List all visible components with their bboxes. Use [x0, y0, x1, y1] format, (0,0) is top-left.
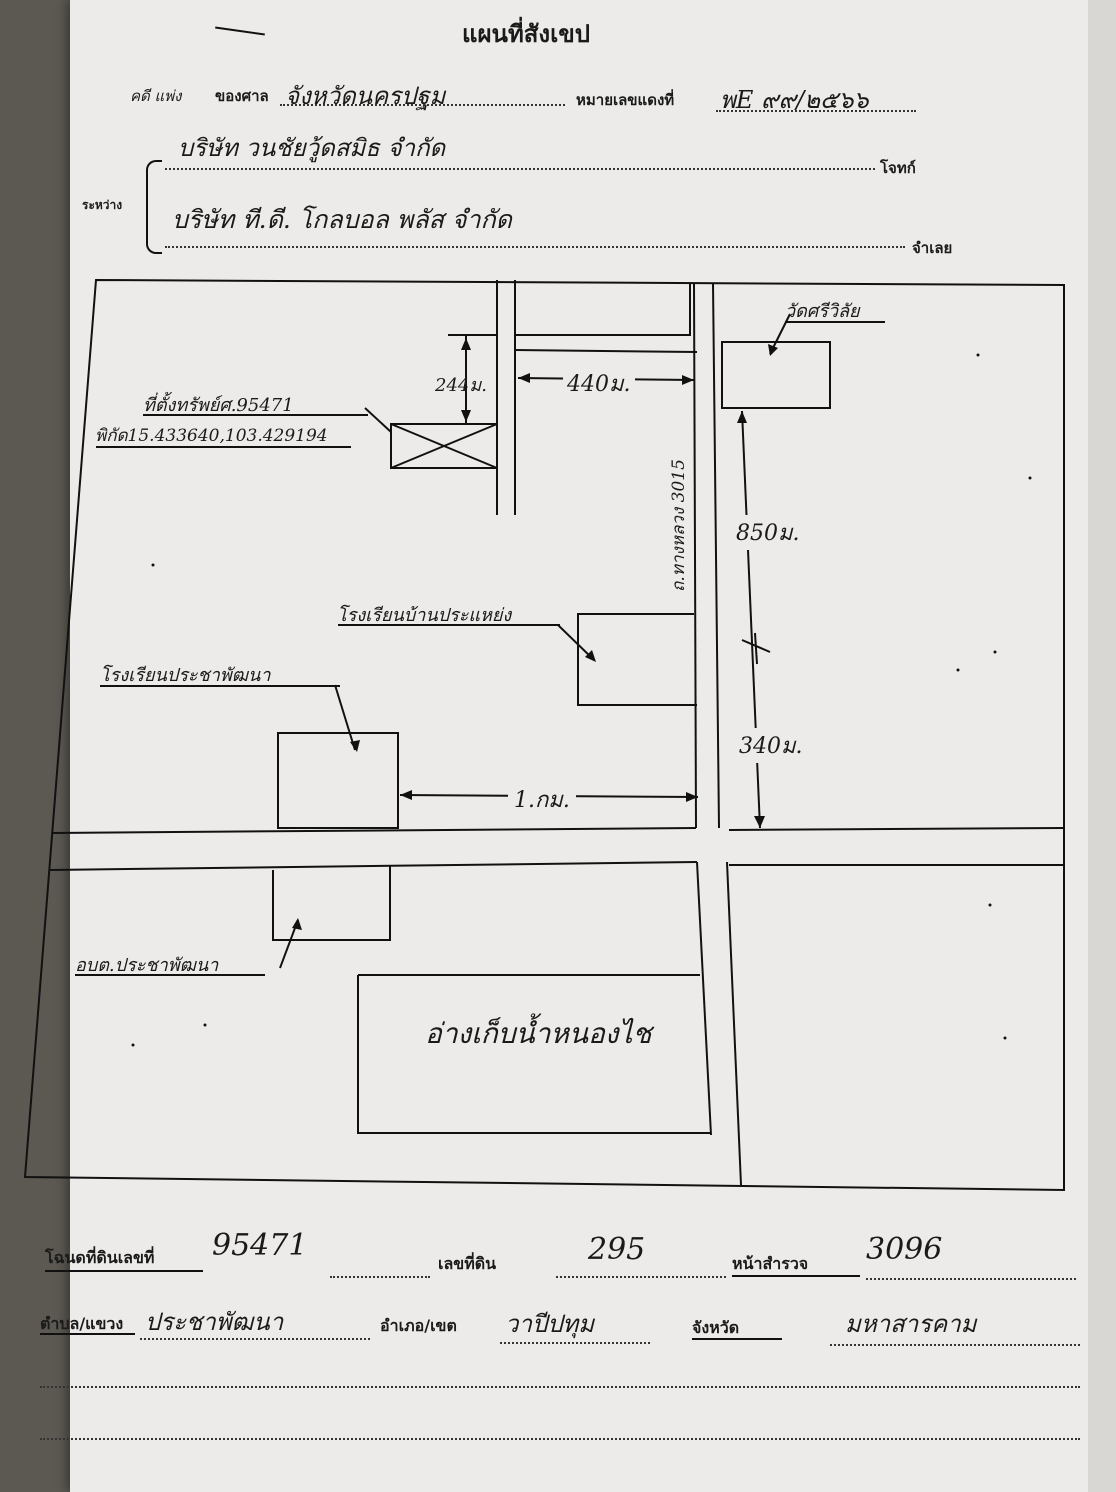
dist-850: 850ม. — [732, 515, 804, 550]
court-label: ของศาล — [215, 87, 269, 105]
underline — [96, 446, 351, 448]
dotted-line — [165, 168, 875, 170]
underline — [143, 414, 368, 416]
case-type: คดี แพ่ง — [130, 87, 182, 105]
land-no-value: 295 — [588, 1232, 646, 1267]
subdistrict-value: ประชาพัฒนา — [145, 1308, 284, 1336]
property-label: ที่ตั้งทรัพย์ศ.95471 — [143, 395, 294, 416]
school1-box — [577, 613, 697, 706]
underline — [40, 1333, 135, 1335]
plaintiff-value: บริษัท วนชัยวู้ดสมิธ จำกัด — [178, 134, 446, 162]
page-title: แผนที่สังเขป — [462, 20, 590, 48]
between-brace — [146, 160, 162, 254]
dotted-line — [866, 1278, 1076, 1280]
school2-box — [277, 732, 399, 829]
dotted-line — [716, 110, 916, 112]
deed-value: 95471 — [212, 1228, 308, 1263]
underline — [100, 685, 340, 687]
reservoir-box — [357, 975, 710, 1134]
dotted-line — [165, 246, 905, 248]
dotted-line — [556, 1276, 726, 1278]
underline — [785, 321, 885, 323]
coords-label: พิกัด15.433640,103.429194 — [95, 426, 328, 446]
underline — [45, 1270, 203, 1272]
dotted-line — [140, 1338, 370, 1340]
case-no-value: พE ๙๙/๒๕๖๖ — [720, 86, 869, 114]
dotted-line — [330, 1276, 430, 1278]
dist-1km: 1.กม. — [508, 782, 576, 817]
survey-label: หน้าสำรวจ — [732, 1254, 809, 1273]
document-page — [70, 0, 1116, 1492]
land-no-label: เลขที่ดิน — [438, 1254, 497, 1273]
dotted-line — [40, 1438, 1080, 1440]
map-border — [23, 278, 1065, 1192]
deed-label: โฉนดที่ดินเลขที่ — [45, 1248, 155, 1267]
property-box — [390, 423, 498, 469]
dotted-line — [500, 1342, 650, 1344]
school2-label: โรงเรียนประชาพัฒนา — [100, 665, 271, 686]
reservoir-label: อ่างเก็บน้ำหนองไช — [425, 1017, 652, 1050]
underline — [692, 1338, 782, 1340]
dotted-line — [280, 104, 565, 106]
underline — [75, 974, 265, 976]
underline — [338, 624, 560, 626]
subdistrict-label: ตำบล/แขวง — [40, 1314, 124, 1333]
dist-340: 340ม. — [735, 728, 807, 763]
dist-440: 440ม. — [563, 366, 635, 401]
sao-label: อบต.ประชาพัฒนา — [75, 955, 219, 976]
survey-value: 3096 — [866, 1232, 943, 1267]
plaintiff-label: โจทก์ — [880, 159, 916, 177]
district-label: อำเภอ/เขต — [380, 1316, 457, 1335]
district-value: วาปีปทุม — [505, 1310, 595, 1338]
dotted-line — [40, 1386, 1080, 1388]
defendant-label: จำเลย — [912, 239, 953, 257]
dist-244: 244ม. — [435, 375, 487, 396]
case-no-label: หมายเลขแดงที่ — [576, 91, 675, 109]
school1-label: โรงเรียนบ้านประแหย่ง — [337, 605, 512, 626]
temple-label: วัดศรีวิลัย — [785, 301, 860, 322]
dotted-line — [830, 1344, 1080, 1346]
between-label: ระหว่าง — [82, 198, 123, 212]
page-edge — [1088, 0, 1116, 1492]
underline — [732, 1275, 860, 1277]
sao-box — [272, 866, 391, 941]
road-label: ถ.ทางหลวง 3015 — [668, 459, 689, 592]
temple-box — [721, 341, 831, 409]
province-label: จังหวัด — [692, 1318, 740, 1337]
defendant-value: บริษัท ที.ดี. โกลบอล พลัส จำกัด — [172, 205, 512, 234]
province-value: มหาสารคาม — [845, 1310, 977, 1338]
